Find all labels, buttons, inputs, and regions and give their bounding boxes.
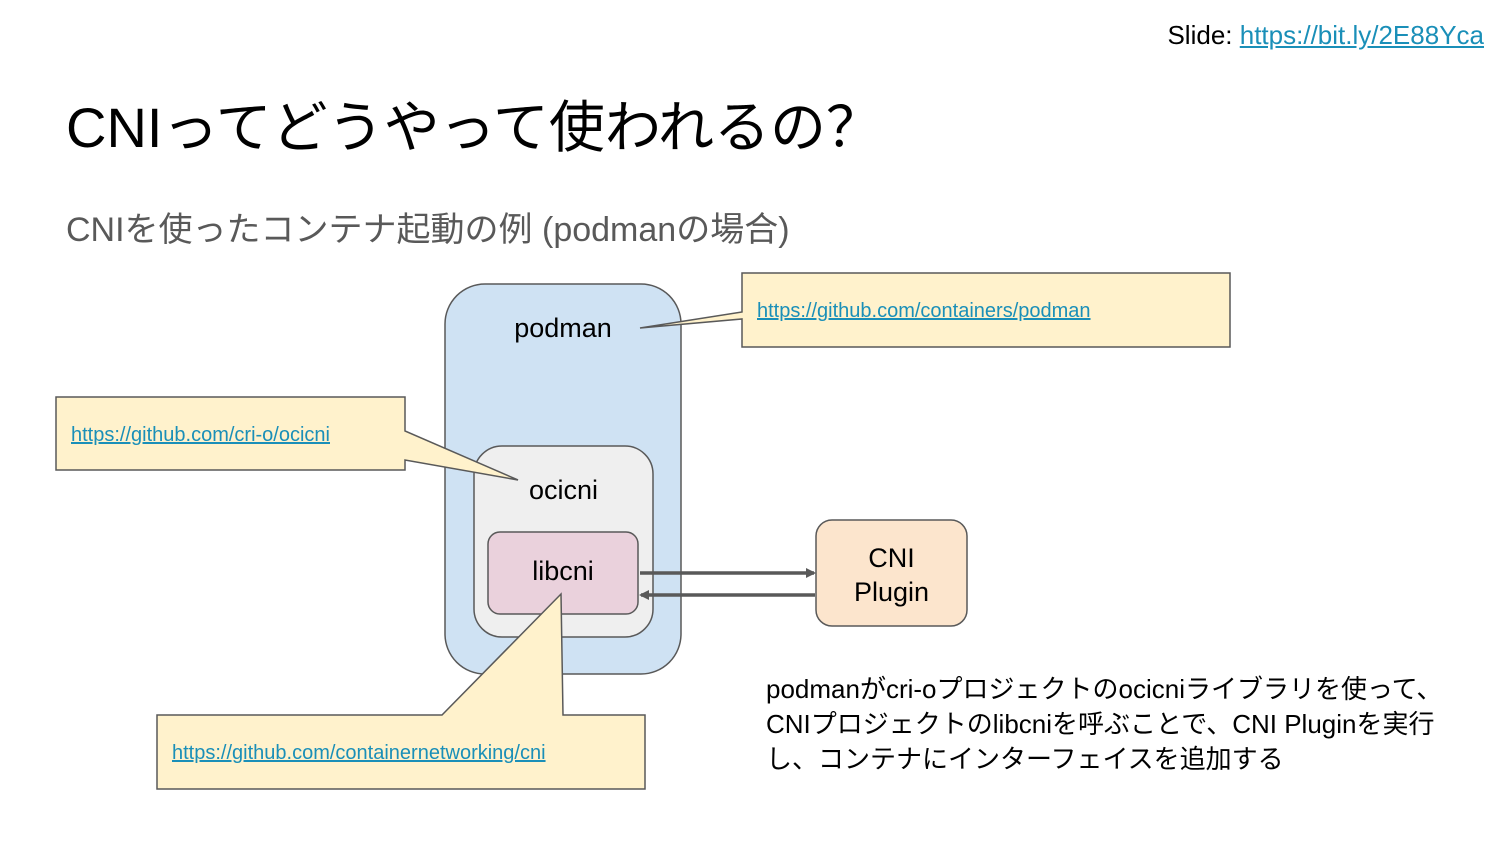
cni-plugin-label-line1: CNI: [868, 543, 915, 573]
slide-prefix: Slide:: [1167, 20, 1233, 50]
podman-callout: [639, 272, 1231, 348]
ocicni-repo-link[interactable]: https://github.com/cri-o/ocicni: [71, 424, 330, 446]
cni-repo-link[interactable]: https://github.com/containernetworking/c…: [172, 742, 546, 764]
cni-plugin-box: [815, 519, 968, 627]
libcni-label: libcni: [532, 556, 594, 586]
podman-repo-link[interactable]: https://github.com/containers/podman: [757, 300, 1091, 322]
slide-url-link[interactable]: https://bit.ly/2E88Yca: [1239, 20, 1484, 50]
ocicni-callout: [55, 396, 519, 481]
cni-callout: [156, 592, 646, 790]
description-text: podmanがcri-oプロジェクトのocicniライブラリを使って、CNIプロ…: [766, 674, 1443, 774]
slide-link: Slide: https://bit.ly/2E88Yca: [1167, 18, 1484, 52]
podman-label: podman: [514, 313, 612, 343]
cni-plugin-label-line2: Plugin: [853, 577, 930, 607]
page-title: CNIってどうやって使われるの？: [66, 96, 883, 159]
cni-plugin-label: CNI Plugin: [816, 541, 967, 609]
ocicni-label: ocicni: [528, 475, 599, 505]
libcni-box: [487, 531, 639, 615]
page-subtitle: CNIを使ったコンテナ起動の例 (podmanの場合): [66, 211, 790, 249]
